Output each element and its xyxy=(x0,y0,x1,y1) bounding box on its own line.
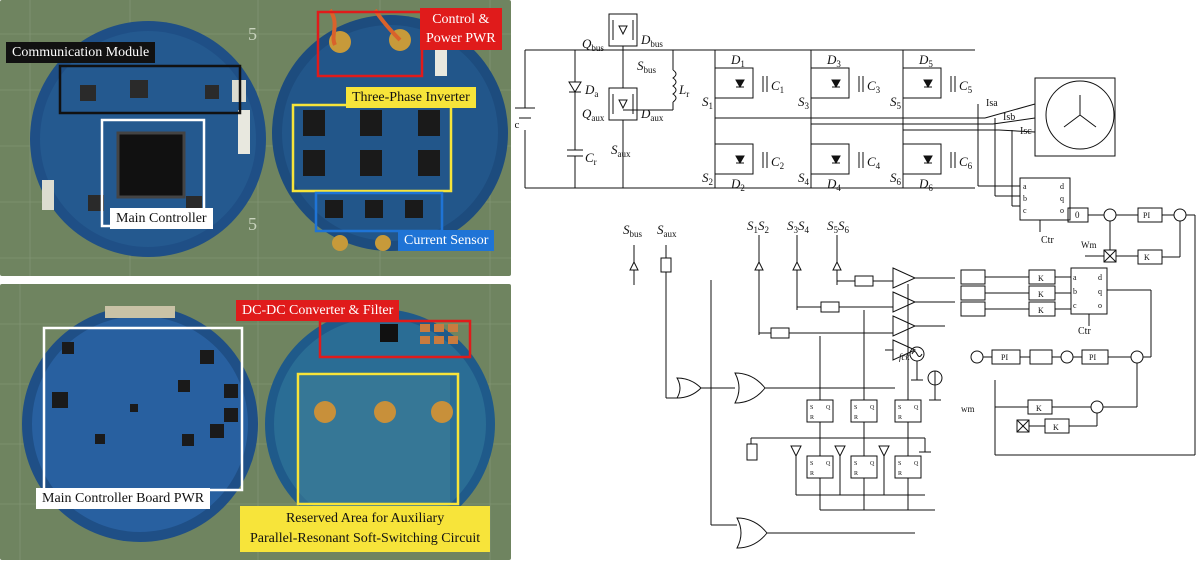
ff6-q-label: Q xyxy=(914,461,919,467)
isa-label: Isa xyxy=(986,98,998,109)
ff1-r-label: R xyxy=(810,415,814,421)
ff6-s-label: S xyxy=(898,461,901,467)
s-bus-label: Sbus xyxy=(637,58,657,75)
q-bus-label: Qbus xyxy=(582,36,604,53)
k-upper-label: K xyxy=(1144,253,1150,262)
cap-c4-label: C4 xyxy=(867,154,881,171)
switch-s3-label: S3 xyxy=(798,94,810,111)
ff5-r-label: R xyxy=(854,471,858,477)
gate-s1s2-label: S1S2 xyxy=(747,218,769,235)
dcdc-filter-outline xyxy=(318,319,472,359)
q-aux-label: Qaux xyxy=(582,106,605,123)
switch-s6-label: S6 xyxy=(890,170,902,187)
ff1-q-label: Q xyxy=(826,405,831,411)
svg-text:5: 5 xyxy=(248,24,257,44)
fck-label: fck xyxy=(899,352,910,362)
switch-s4-label: S4 xyxy=(798,170,810,187)
diode-d1-label: D1 xyxy=(730,52,745,69)
s-aux-label: Saux xyxy=(611,142,631,159)
diode-d4-label: D4 xyxy=(826,176,841,193)
diode-d3-label: D3 xyxy=(826,52,841,69)
dq2abc-o-label: o xyxy=(1098,301,1102,310)
k-block-1-label: K xyxy=(1038,274,1044,283)
dq2abc-q-label: q xyxy=(1098,287,1102,296)
pi-upper-label: PI xyxy=(1143,211,1150,220)
l-r-label: Lr xyxy=(678,82,689,99)
bottom-board-photo: 5 DC-DC Converter & Filter Main Controll… xyxy=(0,284,511,560)
main-controller-chip xyxy=(116,131,186,199)
d-aux-label: Daux xyxy=(640,106,664,123)
ff3-r-label: R xyxy=(898,415,902,421)
top-board-photo: 5 5 xyxy=(0,0,511,276)
d-bus-label: Dbus xyxy=(640,32,663,49)
cap-c1-label: C1 xyxy=(771,78,784,95)
dq-q-label: q xyxy=(1060,194,1064,203)
isc-label: Isc xyxy=(1020,126,1032,137)
dq-d-label: d xyxy=(1060,182,1064,191)
ff5-q-label: Q xyxy=(870,461,875,467)
ctr-top-label: Ctr xyxy=(1041,235,1054,246)
pi-mid-label: PI xyxy=(1001,353,1008,362)
ff3-q-label: Q xyxy=(914,405,919,411)
control-power-label: Control & Power PWR xyxy=(420,8,502,50)
wm-lower-label: wm xyxy=(961,404,975,414)
main-controller-label: Main Controller xyxy=(110,208,213,229)
current-sensor-label: Current Sensor xyxy=(398,230,495,251)
ff4-r-label: R xyxy=(810,471,814,477)
k-lower-2-label: K xyxy=(1053,423,1059,432)
ff4-s-label: S xyxy=(810,461,813,467)
abc-a-label: a xyxy=(1023,182,1027,191)
cap-c3-label: C3 xyxy=(867,78,881,95)
dcdc-filter-label: DC-DC Converter & Filter xyxy=(236,300,400,321)
pi-right-label: PI xyxy=(1089,353,1096,362)
diode-d6-label: D6 xyxy=(918,176,933,193)
three-phase-inverter-label: Three-Phase Inverter xyxy=(346,87,476,108)
isb-label: Isb xyxy=(1003,112,1015,123)
diode-d5-label: D5 xyxy=(918,52,933,69)
dc-source-label: dc xyxy=(515,119,520,131)
reserved-area-outline xyxy=(296,372,460,506)
k-block-2-label: K xyxy=(1038,290,1044,299)
communication-module-outline xyxy=(58,64,242,115)
cap-c6-label: C6 xyxy=(959,154,973,171)
k-lower-1-label: K xyxy=(1036,404,1042,413)
gate-saux-label: Saux xyxy=(657,222,677,239)
ff4-q-label: Q xyxy=(826,461,831,467)
circuit-schematic: dc Qbus Dbus Sbus Da Qaux Daux Saux Lr C… xyxy=(515,13,1196,549)
cap-c5-label: C5 xyxy=(959,78,973,95)
gate-s3s4-label: S3S4 xyxy=(787,218,810,235)
dq-o-label: o xyxy=(1060,206,1064,215)
abc-b-label: b xyxy=(1023,194,1027,203)
dq2abc-a-label: a xyxy=(1073,273,1077,282)
abc-c-label: c xyxy=(1023,206,1027,215)
switch-s2-label: S2 xyxy=(702,170,713,187)
c-r-label: Cr xyxy=(585,150,597,167)
wm-upper-label: Wm xyxy=(1081,240,1097,250)
cap-c2-label: C2 xyxy=(771,154,784,171)
switch-s1-label: S1 xyxy=(702,94,713,111)
dq2abc-c-label: c xyxy=(1073,301,1077,310)
communication-module-label: Communication Module xyxy=(6,42,156,63)
ctr-bottom-label: Ctr xyxy=(1078,326,1091,337)
ff6-r-label: R xyxy=(898,471,902,477)
k-block-3-label: K xyxy=(1038,306,1044,315)
dq2abc-b-label: b xyxy=(1073,287,1077,296)
svg-text:5: 5 xyxy=(248,214,257,234)
ff2-r-label: R xyxy=(854,415,858,421)
gate-sbus-label: Sbus xyxy=(623,222,643,239)
d-a-label: Da xyxy=(584,82,598,99)
gate-s5s6-label: S5S6 xyxy=(827,218,850,235)
diode-d2-label: D2 xyxy=(730,176,745,193)
current-sensor-outline xyxy=(314,191,444,233)
ff5-s-label: S xyxy=(854,461,857,467)
ff2-s-label: S xyxy=(854,405,857,411)
ff2-q-label: Q xyxy=(870,405,875,411)
switch-s5-label: S5 xyxy=(890,94,902,111)
dq2abc-d-label: d xyxy=(1098,273,1102,282)
main-controller-board-label: Main Controller Board PWR xyxy=(36,488,211,509)
ff1-s-label: S xyxy=(810,405,813,411)
reserved-area-label: Reserved Area for Auxiliary Parallel-Res… xyxy=(240,506,491,552)
zero-reference-label: 0 xyxy=(1075,210,1080,220)
ff3-s-label: S xyxy=(898,405,901,411)
